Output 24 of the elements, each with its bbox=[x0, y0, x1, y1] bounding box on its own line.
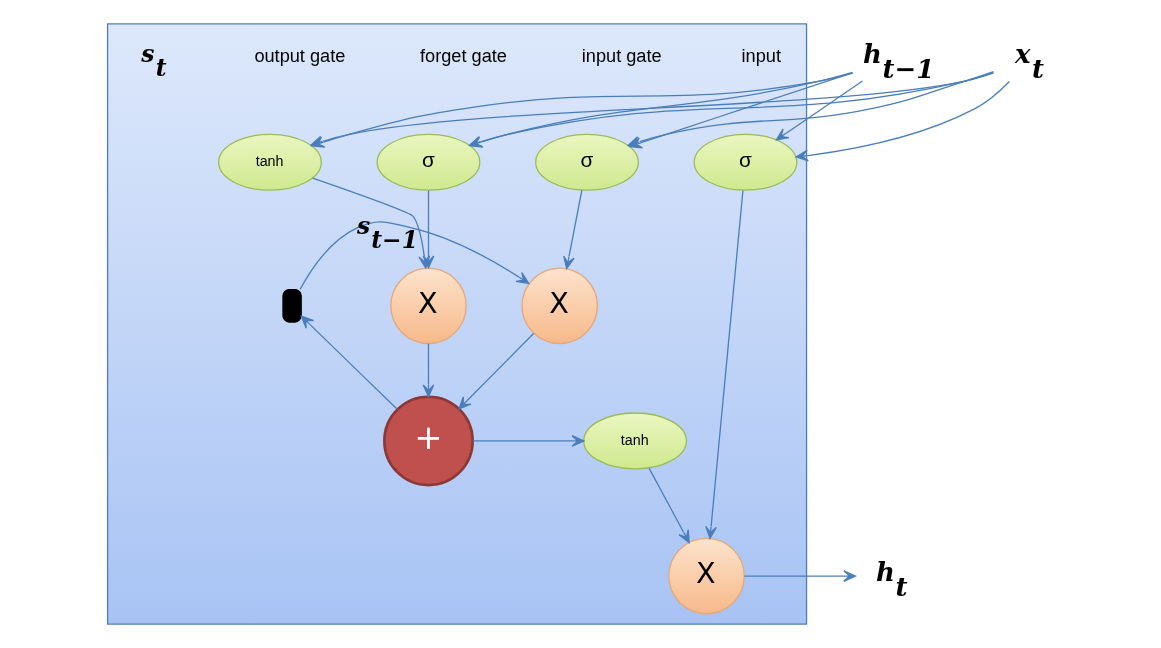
arrow bbox=[648, 467, 690, 544]
label: input gate bbox=[581, 46, 662, 67]
arrow bbox=[458, 332, 535, 410]
label: input bbox=[741, 46, 782, 67]
node-circle: X bbox=[668, 537, 745, 615]
node-ellipse: tanh bbox=[583, 412, 688, 470]
node-circle: X bbox=[390, 267, 467, 345]
node-ellipse: σ bbox=[535, 133, 639, 191]
arrow bbox=[743, 570, 857, 582]
label: forget gate bbox=[420, 46, 507, 67]
arrow bbox=[795, 80, 1011, 162]
label: output gate bbox=[254, 46, 346, 67]
node-circle: X bbox=[521, 267, 599, 345]
arrow bbox=[705, 189, 744, 540]
arrow bbox=[472, 435, 585, 447]
arrow bbox=[775, 80, 864, 141]
arrow bbox=[422, 343, 435, 398]
arrow bbox=[299, 221, 530, 290]
arrow bbox=[300, 315, 398, 410]
arrow bbox=[563, 189, 583, 270]
node-ellipse: σ bbox=[693, 133, 798, 191]
arrow bbox=[422, 189, 435, 269]
node-box bbox=[282, 288, 302, 323]
node-ellipse: tanh bbox=[218, 133, 322, 191]
